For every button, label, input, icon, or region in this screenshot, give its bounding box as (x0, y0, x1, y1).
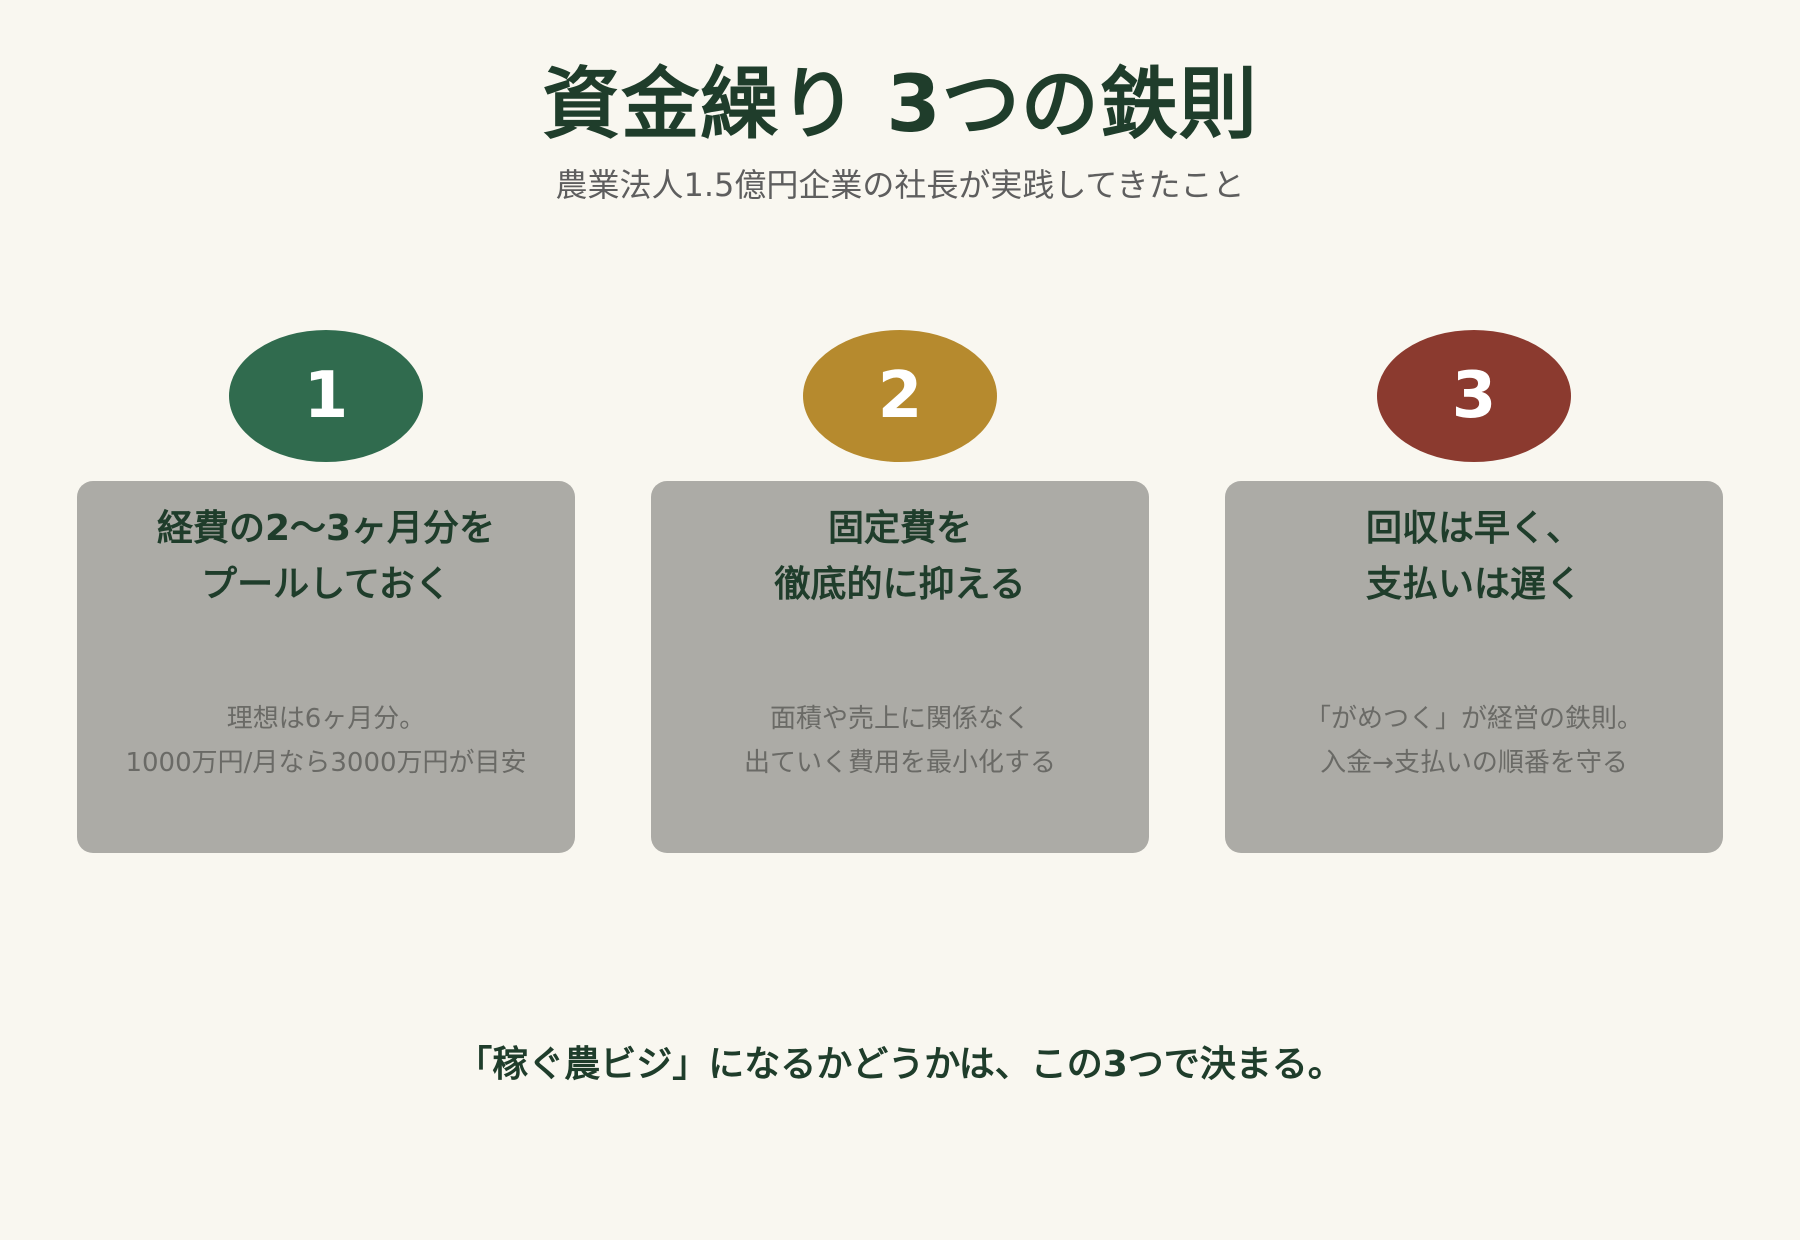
rule-description-line: 出ていく費用を最小化する (743, 748, 1056, 778)
rule-description-1: 理想は6ヶ月分。 1000万円/月なら3000万円が目安 (77, 697, 575, 785)
rule-description-2: 面積や売上に関係なく 出ていく費用を最小化する (651, 697, 1149, 785)
rule-heading-line: 徹底的に抑える (774, 564, 1026, 605)
rule-heading-2: 固定費を 徹底的に抑える (651, 501, 1149, 613)
rule-description-line: 面積や売上に関係なく (769, 704, 1030, 734)
rule-description-line: 「がめつく」が経営の鉄則。 (1304, 704, 1643, 734)
rule-number-badge-2: 2 (803, 330, 997, 462)
rule-description-3: 「がめつく」が経営の鉄則。 入金→支払いの順番を守る (1225, 697, 1723, 785)
rule-card-2: 固定費を 徹底的に抑える 面積や売上に関係なく 出ていく費用を最小化する (651, 481, 1149, 853)
rule-heading-line: プールしておく (201, 564, 451, 605)
rule-number-badge-3: 3 (1377, 330, 1571, 462)
rule-heading-line: 経費の2〜3ヶ月分を (156, 508, 496, 549)
rule-number-badge-1: 1 (229, 330, 423, 462)
rule-description-line: 入金→支払いの順番を守る (1320, 748, 1628, 778)
rule-card-1: 経費の2〜3ヶ月分を プールしておく 理想は6ヶ月分。 1000万円/月なら30… (77, 481, 575, 853)
rule-number-1: 1 (303, 359, 349, 433)
rule-number-2: 2 (877, 359, 923, 433)
rule-heading-1: 経費の2〜3ヶ月分を プールしておく (77, 501, 575, 613)
page-title: 資金繰り 3つの鉄則 (542, 60, 1258, 150)
rule-description-line: 理想は6ヶ月分。 (226, 704, 426, 734)
rule-card-3: 回収は早く、 支払いは遅く 「がめつく」が経営の鉄則。 入金→支払いの順番を守る (1225, 481, 1723, 853)
rule-number-3: 3 (1451, 359, 1497, 433)
rule-heading-line: 支払いは遅く (1365, 564, 1582, 605)
footer-message: 「稼ぐ農ビジ」になるかどうかは、この3つで決まる。 (456, 1044, 1344, 1085)
rule-heading-3: 回収は早く、 支払いは遅く (1225, 501, 1723, 613)
rule-heading-line: 固定費を (827, 508, 972, 549)
page-subtitle: 農業法人1.5億円企業の社長が実践してきたこと (555, 166, 1245, 204)
rule-heading-line: 回収は早く、 (1365, 508, 1582, 549)
rule-description-line: 1000万円/月なら3000万円が目安 (125, 748, 527, 778)
